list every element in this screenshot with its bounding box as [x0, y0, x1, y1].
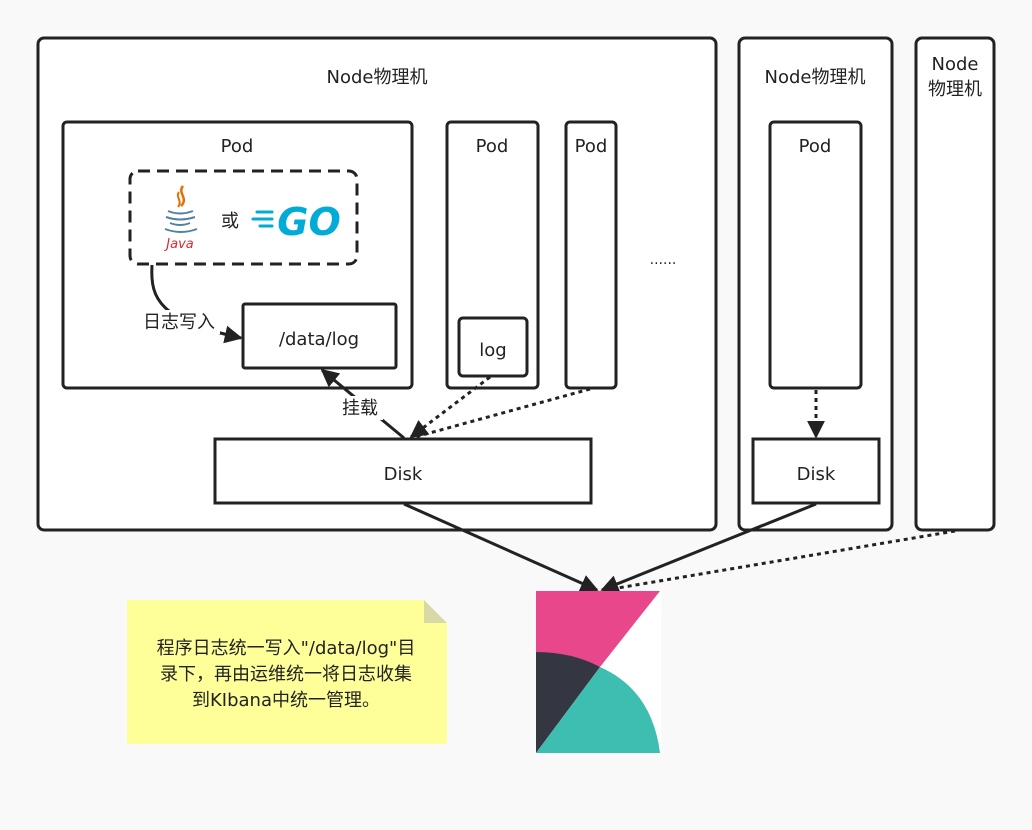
java-logo-icon: Java — [163, 185, 198, 252]
pod3-to-disk-dashed-arrow — [414, 387, 591, 439]
disk2-to-kibana-arrow — [600, 502, 817, 593]
node3-to-kibana-dashed-arrow — [605, 529, 956, 592]
write-label: 日志写入 — [143, 312, 215, 333]
data-log-box: /data/log — [241, 302, 398, 370]
disk-label-2: Disk — [797, 464, 836, 485]
node-box-3: Node 物理机 — [914, 36, 996, 532]
node-label-1: Node物理机 — [327, 67, 428, 88]
node-label-2: Node物理机 — [765, 67, 866, 88]
go-text: GO — [277, 200, 341, 244]
or-text: 或 — [221, 211, 239, 232]
note-line-3: 到KIbana中统一管理。 — [192, 690, 380, 711]
mount-label: 挂载 — [342, 398, 378, 419]
data-log-label: /data/log — [279, 329, 359, 350]
pod-box-4: Pod — [768, 120, 863, 390]
node-label-3-line2: 物理机 — [928, 79, 982, 100]
log-to-disk-dashed-arrow — [409, 375, 491, 439]
app-box — [128, 169, 359, 266]
pod-label-4: Pod — [799, 136, 832, 157]
note-line-2: 录下，再由运维统一将日志收集 — [160, 664, 412, 685]
pod-box-3: Pod — [564, 120, 618, 390]
pod-label-2: Pod — [476, 136, 509, 157]
node-label-3-line1: Node — [932, 54, 979, 75]
disk-box-2: Disk — [751, 437, 881, 505]
log-label: log — [479, 340, 506, 361]
java-text: Java — [163, 237, 193, 252]
note-line-1: 程序日志统一写入"/data/log"目 — [157, 638, 416, 659]
kibana-logo-icon — [536, 591, 661, 753]
pod-label-1: Pod — [221, 136, 254, 157]
disk1-to-kibana-arrow — [403, 502, 599, 592]
disk-label-1: Disk — [384, 464, 423, 485]
sticky-note: 程序日志统一写入"/data/log"目 录下，再由运维统一将日志收集 到KIb… — [127, 600, 447, 744]
go-logo-icon: GO — [251, 200, 341, 244]
log-box: log — [457, 316, 529, 378]
disk-box-1: Disk — [213, 437, 593, 505]
ellipsis-text: ...... — [650, 252, 677, 268]
pod-label-3: Pod — [575, 136, 608, 157]
